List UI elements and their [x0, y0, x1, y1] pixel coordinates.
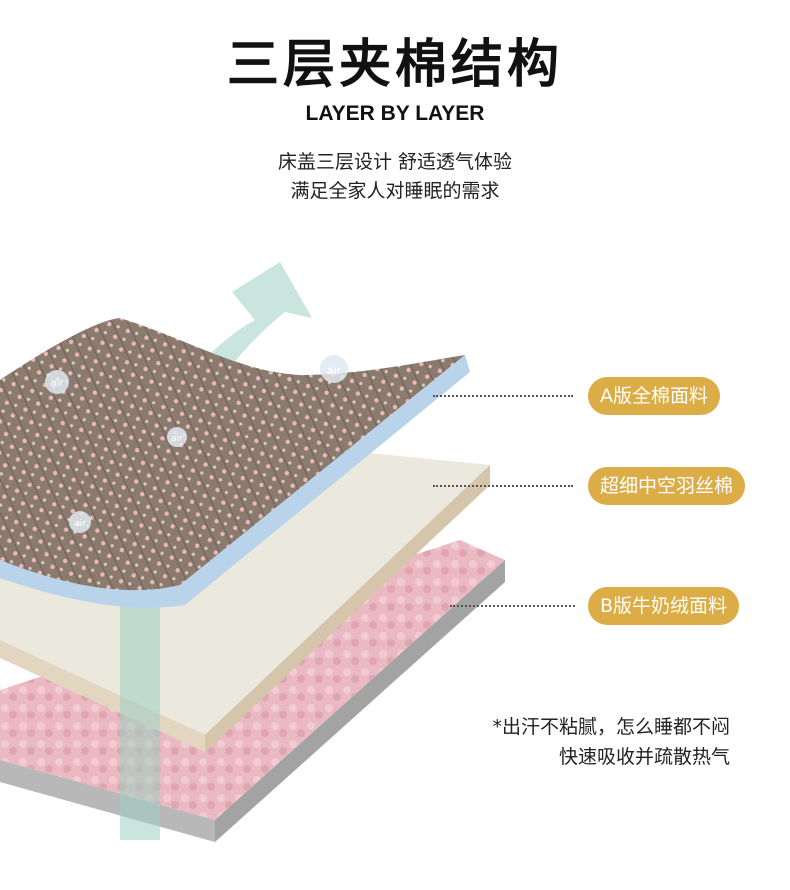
note-line: 快速吸收并疏散热气 [558, 746, 730, 768]
description-line: 满足全家人对睡眠的需求 [290, 180, 500, 202]
layer-label-b-velvet: B版牛奶绒面料 [588, 587, 740, 625]
layer-label-a-cotton: A版全棉面料 [588, 377, 720, 415]
layer-label-filling: 超细中空羽丝棉 [588, 467, 746, 505]
description-line: 床盖三层设计 舒适透气体验 [277, 151, 513, 173]
svg-text:air: air [74, 519, 86, 529]
description: 床盖三层设计 舒适透气体验 满足全家人对睡眠的需求 [0, 148, 790, 206]
air-bubble: air air air air [45, 355, 348, 533]
cotton-fabric-layer [0, 318, 470, 608]
page-title: 三层夹棉结构 [226, 35, 563, 95]
svg-text:air: air [327, 364, 342, 377]
page-subtitle: LAYER BY LAYER [305, 102, 485, 125]
svg-text:air: air [171, 434, 183, 444]
leader-line [450, 605, 575, 607]
leader-line [433, 485, 573, 487]
leader-line [433, 395, 573, 397]
svg-text:air: air [50, 378, 64, 389]
note-line: *出汗不粘腻，怎么睡都不闷 [492, 716, 730, 738]
